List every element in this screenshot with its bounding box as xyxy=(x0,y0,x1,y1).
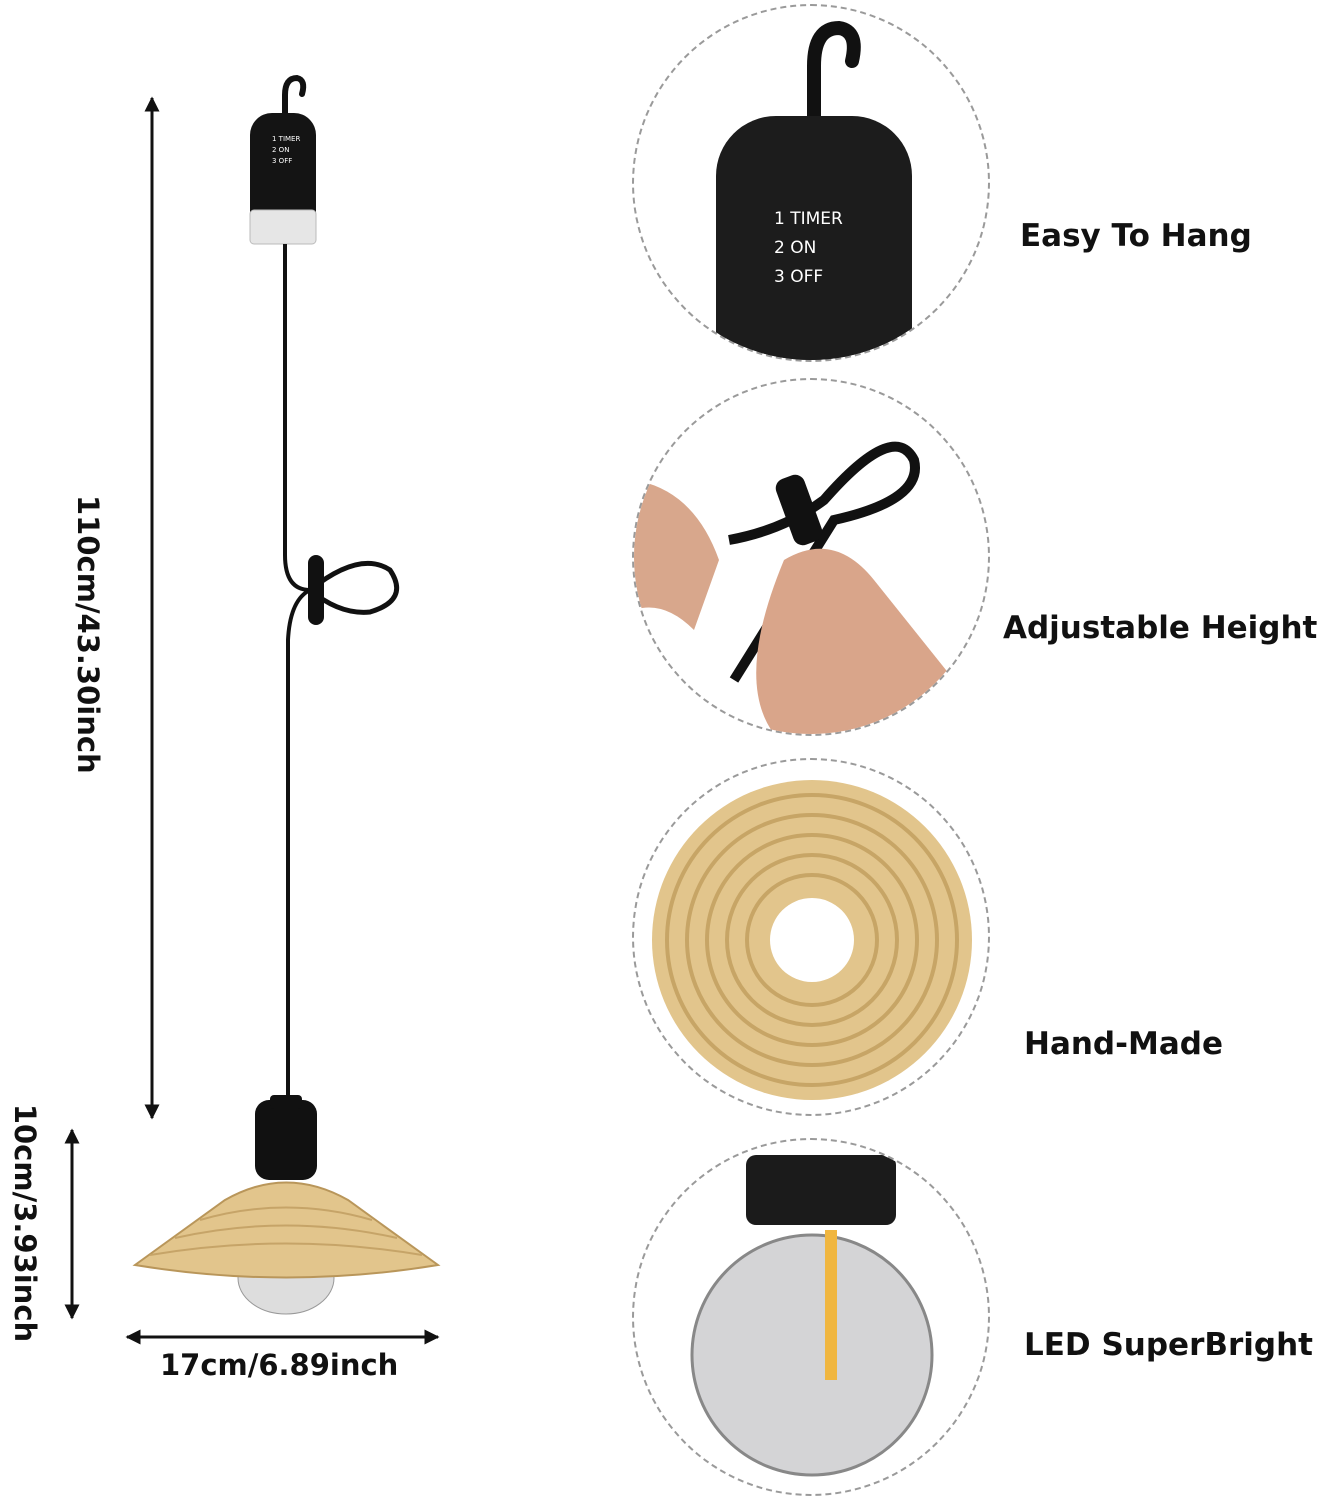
feature-adjustable-height: Adjustable Height xyxy=(1003,610,1318,646)
mode-1: 1 TIMER xyxy=(272,135,300,143)
cord-loop-icon xyxy=(634,441,954,734)
rattan-weave-icon xyxy=(652,780,972,1100)
mode-2-zoomed: 2 ON xyxy=(774,238,816,258)
mode-1-zoomed: 1 TIMER xyxy=(774,209,843,229)
adjustable-height-image xyxy=(632,378,990,736)
led-bulb-icon xyxy=(690,1155,934,1477)
shade-width-label: 17cm/6.89inch xyxy=(160,1348,399,1382)
hand-made-image xyxy=(632,758,990,1116)
mode-3-zoomed: 3 OFF xyxy=(774,267,823,287)
cord-length-label: 110cm/43.30inch xyxy=(71,495,105,774)
mode-2: 2 ON xyxy=(272,146,289,154)
pendant-lamp-illustration: 1 TIMER 2 ON 3 OFF xyxy=(64,74,441,1345)
hook-battery-box-icon: 1 TIMER 2 ON 3 OFF xyxy=(716,20,912,360)
easy-to-hang-image: 1 TIMER 2 ON 3 OFF xyxy=(632,4,990,362)
feature-led-superbright: LED SuperBright xyxy=(1024,1327,1313,1363)
shade-height-label: 10cm/3.93inch xyxy=(8,1103,42,1343)
feature-hand-made: Hand-Made xyxy=(1024,1026,1223,1062)
mode-3: 3 OFF xyxy=(272,157,292,165)
feature-easy-to-hang: Easy To Hang xyxy=(1020,218,1252,254)
led-superbright-image xyxy=(632,1138,990,1496)
